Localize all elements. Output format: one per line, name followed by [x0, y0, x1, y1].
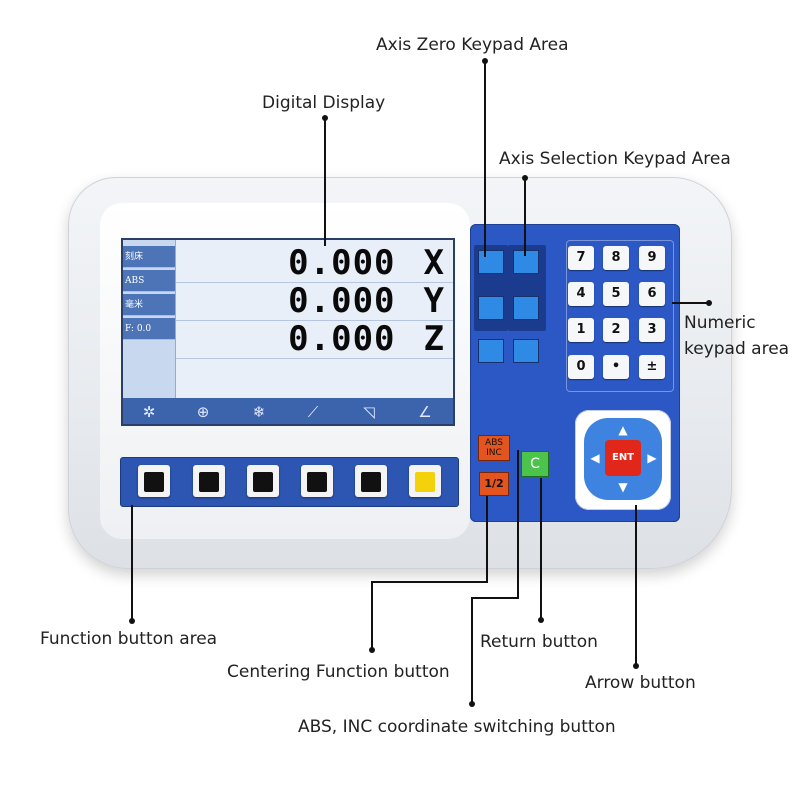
- callout-axis-selection: Axis Selection Keypad Area: [499, 149, 731, 169]
- inc-label: INC: [486, 448, 502, 458]
- x-select-key[interactable]: [513, 250, 539, 274]
- key-2[interactable]: 2: [603, 318, 629, 342]
- key-plus-minus[interactable]: ±: [639, 355, 665, 379]
- leader-dot: [469, 701, 475, 707]
- arrow-left-icon[interactable]: ◀: [590, 451, 600, 465]
- leader-line: [635, 505, 637, 665]
- y-axis-readout: 0.000 Y: [288, 282, 445, 320]
- leader-dot: [706, 300, 712, 306]
- leader-line: [324, 118, 326, 246]
- gear-icon: ✲: [142, 403, 156, 421]
- x-axis-value: 0.000: [288, 243, 396, 283]
- leader-line: [486, 496, 488, 582]
- leader-dot: [633, 663, 639, 669]
- function-button-1[interactable]: [138, 465, 170, 497]
- leader-line: [471, 597, 519, 599]
- callout-axis-zero: Axis Zero Keypad Area: [376, 35, 569, 55]
- x-axis-label: X: [423, 243, 445, 283]
- sidebar-abs-label: ABS: [123, 270, 175, 292]
- snowflake-icon: ❄: [252, 403, 266, 421]
- callout-digital-display: Digital Display: [262, 93, 386, 113]
- callout-numeric-line2: keypad area: [684, 339, 790, 359]
- y-select-key[interactable]: [513, 296, 539, 320]
- key-0[interactable]: 0: [568, 355, 594, 379]
- row-divider: [176, 320, 453, 321]
- key-1[interactable]: 1: [568, 318, 594, 342]
- z-axis-readout: 0.000 Z: [288, 320, 445, 358]
- function-button-5[interactable]: [355, 465, 387, 497]
- function-button-6[interactable]: [409, 465, 441, 497]
- zoom-icon: ⊕: [196, 403, 210, 421]
- sidebar-feed-label: F: 0.0: [123, 318, 175, 340]
- ruler-icon: ⟋: [307, 403, 319, 421]
- function-button-3[interactable]: [247, 465, 279, 497]
- key-5[interactable]: 5: [603, 282, 629, 306]
- leader-line: [672, 302, 708, 304]
- return-button[interactable]: C: [521, 451, 549, 477]
- key-6[interactable]: 6: [639, 282, 665, 306]
- z-select-key[interactable]: [513, 339, 539, 363]
- readout-area: [176, 240, 453, 398]
- leader-line: [517, 450, 519, 598]
- display-toolbar: ✲ ⊕ ❄ ⟋ ◹ ∠: [123, 398, 453, 424]
- leader-line: [484, 61, 486, 257]
- centering-button[interactable]: 1/2: [479, 472, 509, 496]
- callout-centering: Centering Function button: [227, 662, 450, 682]
- key-9[interactable]: 9: [639, 246, 665, 270]
- leader-line: [471, 597, 473, 703]
- key-3[interactable]: 3: [639, 318, 665, 342]
- function-button-4[interactable]: [301, 465, 333, 497]
- callout-numeric-line1: Numeric: [684, 313, 756, 333]
- callout-arrow: Arrow button: [585, 673, 696, 693]
- abs-inc-button[interactable]: ABS INC: [478, 435, 510, 461]
- row-divider: [176, 282, 453, 283]
- y-axis-value: 0.000: [288, 281, 396, 321]
- angle-icon: ∠: [418, 403, 432, 421]
- arrow-down-icon[interactable]: ▼: [618, 480, 628, 494]
- leader-dot: [129, 618, 135, 624]
- callout-function-area: Function button area: [40, 629, 218, 649]
- leader-line: [524, 178, 526, 256]
- arrow-right-icon[interactable]: ▶: [647, 451, 657, 465]
- z-zero-key[interactable]: [478, 339, 504, 363]
- function-button-strip: [120, 457, 459, 507]
- leader-dot: [538, 617, 544, 623]
- callout-return: Return button: [480, 632, 598, 652]
- x-axis-readout: 0.000 X: [288, 244, 445, 282]
- leader-line: [540, 478, 542, 618]
- key-decimal[interactable]: •: [603, 355, 629, 379]
- z-axis-value: 0.000: [288, 319, 396, 359]
- enter-button[interactable]: ENT: [605, 440, 641, 476]
- y-zero-key[interactable]: [478, 296, 504, 320]
- key-8[interactable]: 8: [603, 246, 629, 270]
- z-axis-label: Z: [423, 319, 445, 359]
- key-4[interactable]: 4: [568, 282, 594, 306]
- leader-line: [131, 505, 133, 620]
- numeric-keypad-frame: [566, 240, 674, 392]
- sidebar-unit-label: 毫米: [123, 294, 175, 316]
- row-divider: [176, 358, 453, 359]
- leader-line: [371, 581, 373, 649]
- callout-abs-inc: ABS, INC coordinate switching button: [298, 717, 616, 737]
- abs-label: ABS: [485, 438, 503, 448]
- leader-line: [371, 581, 488, 583]
- sidebar-mode-label: 刻床: [123, 246, 175, 268]
- function-button-2[interactable]: [193, 465, 225, 497]
- arrow-up-icon[interactable]: ▲: [618, 423, 628, 437]
- key-7[interactable]: 7: [568, 246, 594, 270]
- arc-icon: ◹: [363, 403, 375, 421]
- leader-dot: [369, 647, 375, 653]
- x-zero-key[interactable]: [478, 250, 504, 274]
- display-sidebar: 刻床 ABS 毫米 F: 0.0: [123, 240, 176, 398]
- y-axis-label: Y: [423, 281, 445, 321]
